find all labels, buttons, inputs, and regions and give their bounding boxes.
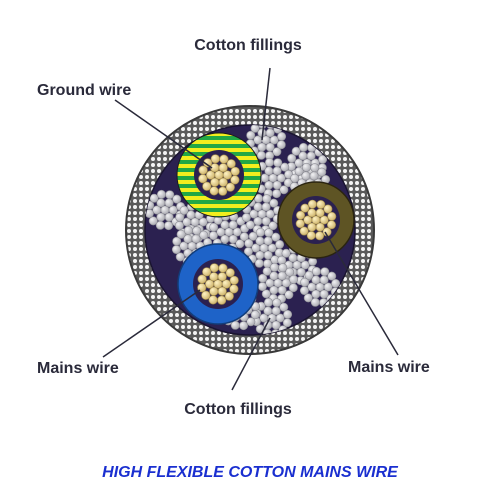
label-cotton-fillings-top: Cotton fillings bbox=[194, 37, 302, 54]
label-mains-wire-right: Mains wire bbox=[348, 359, 430, 376]
leader-mains-right bbox=[324, 231, 399, 356]
ground-wire-conductor bbox=[198, 154, 240, 196]
leader-ground-wire bbox=[114, 99, 213, 169]
label-cotton-fillings-bottom: Cotton fillings bbox=[184, 401, 292, 418]
leader-mains-left bbox=[102, 289, 201, 358]
leader-cotton-bottom bbox=[231, 317, 271, 391]
leader-cotton-top bbox=[261, 67, 271, 141]
mains-wire-brown-conductor bbox=[295, 199, 337, 241]
label-mains-wire-left: Mains wire bbox=[37, 360, 119, 377]
label-ground-wire: Ground wire bbox=[37, 82, 131, 99]
diagram-caption: HIGH FLEXIBLE COTTON MAINS WIRE bbox=[102, 464, 399, 481]
mains-wire-blue-conductor bbox=[197, 263, 239, 305]
